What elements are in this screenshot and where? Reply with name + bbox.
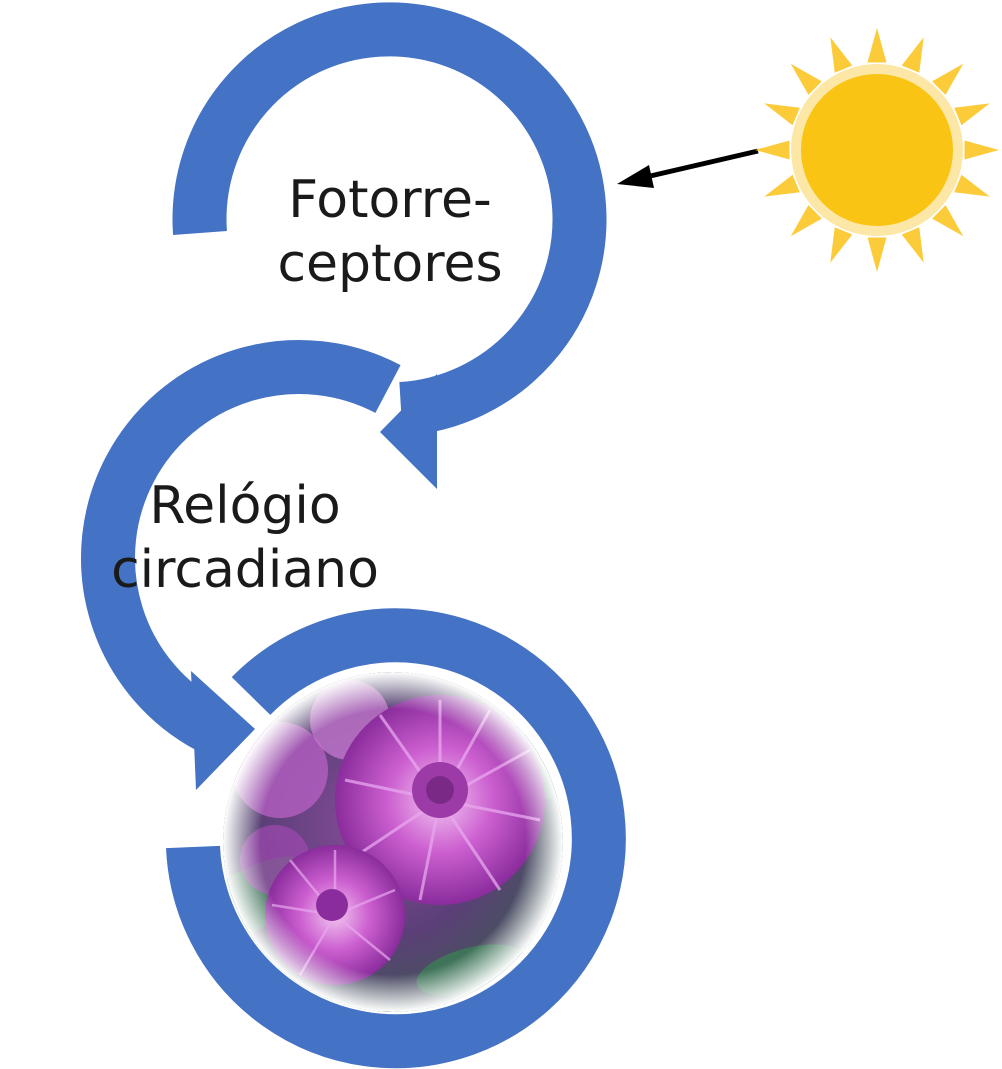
circadian-clock-label-line-1: Relógio <box>149 476 341 536</box>
sun-ray <box>790 205 822 237</box>
photoreceptors-label-line-2: ceptores <box>277 234 503 294</box>
sun-ray <box>867 237 887 272</box>
sun-ray <box>764 174 800 197</box>
sun-ray <box>932 205 964 237</box>
sun-ray <box>755 140 790 160</box>
circadian-clock-cycle-arrow <box>81 340 401 790</box>
sun-ray <box>964 140 999 160</box>
sun-ray <box>901 227 924 263</box>
photoreceptors-label-line-1: Fotorre- <box>288 170 492 230</box>
sun-disk <box>801 74 953 226</box>
photoreceptors-label: Fotorre- ceptores <box>230 168 550 296</box>
sun-ray <box>764 103 800 126</box>
purple-chrysanthemum-flowers-picture <box>223 672 563 1012</box>
sunlight-pointer-arrow <box>617 148 759 188</box>
flower-cycle-ring <box>166 608 626 1069</box>
circadian-clock-label: Relógio circadiano <box>85 474 405 602</box>
sun-ray <box>954 174 990 197</box>
sun-ray <box>932 63 964 95</box>
sun-ray <box>867 28 887 63</box>
sun-ray <box>830 227 853 263</box>
sun-ray <box>901 37 924 73</box>
circadian-clock-label-line-2: circadiano <box>111 540 379 600</box>
sun-ray <box>954 103 990 126</box>
photoreceptors-cycle-arrow <box>172 2 607 489</box>
sun-ray <box>830 37 853 73</box>
sun-ray <box>790 63 822 95</box>
sun-icon <box>755 28 999 272</box>
